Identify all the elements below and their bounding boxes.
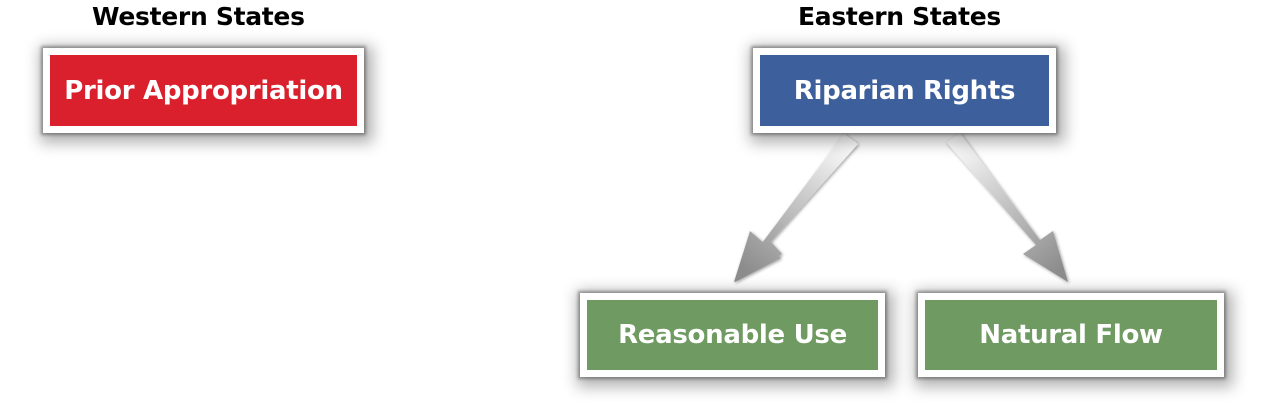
arrow-to-natural-flow xyxy=(946,133,1068,282)
reasonable-use-box: Reasonable Use xyxy=(580,293,885,377)
natural-flow-box: Natural Flow xyxy=(918,293,1224,377)
western-states-heading: Western States xyxy=(92,2,305,31)
prior-appropriation-box: Prior Appropriation xyxy=(43,48,364,133)
eastern-states-heading: Eastern States xyxy=(798,2,1001,31)
arrow-to-reasonable-use xyxy=(734,134,858,282)
riparian-rights-box: Riparian Rights xyxy=(753,48,1056,133)
